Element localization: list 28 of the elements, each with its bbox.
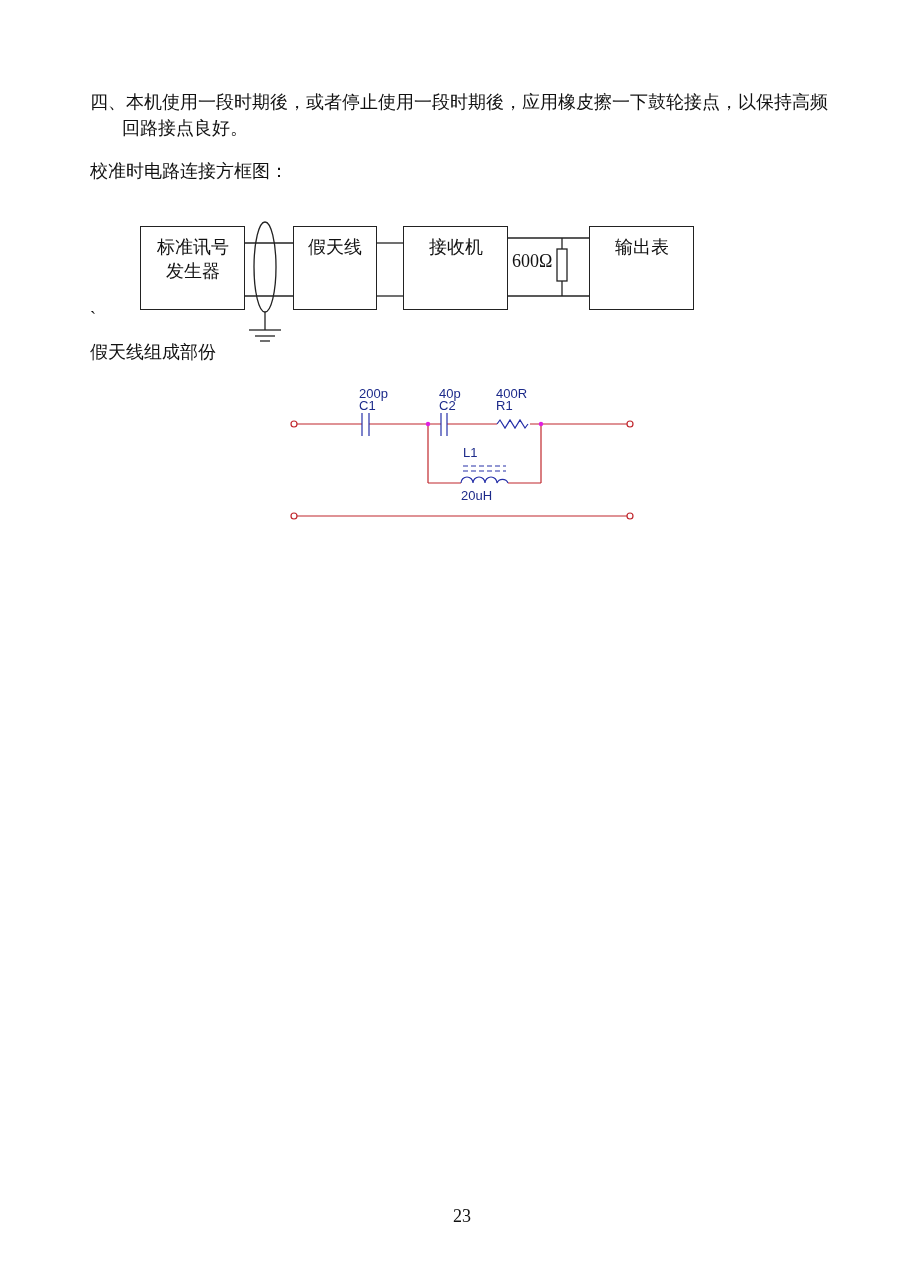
component-name: C1 [359,400,376,412]
connecting-wire [244,242,294,244]
paragraph: 四、本机使用一段时期後，或者停止使用一段时期後，应用橡皮擦一下鼓轮接点，以保持高频回路接点良好。 [90,91,829,140]
block-box [293,226,377,310]
connecting-wire [244,295,294,297]
component-value: 200p [359,388,388,400]
heading-text: 假天线组成部份 [90,342,216,364]
component-value: 40p [439,388,461,400]
block-box [403,226,508,310]
block-box [589,226,694,310]
component-name: R1 [496,400,513,412]
block-label: 假天线 [307,236,363,259]
component-name: L1 [463,447,478,459]
block-label: 输出表 [613,236,670,259]
block-label: 标准讯号发生器 [155,236,230,283]
component-value: 400R [496,388,528,400]
stray-mark: ` [90,308,96,330]
component-value: 20uH [461,490,493,502]
connecting-wire [376,242,404,244]
heading-text: 校准时电路连接方框图： [90,161,288,183]
connecting-wire [507,237,590,239]
resistance-value: 600Ω [512,251,553,273]
connecting-wire [507,295,590,297]
block-label: 接收机 [427,236,484,259]
connecting-wire [376,295,404,297]
page-number: 23 [453,1206,471,1228]
block-box [140,226,245,310]
component-name: C2 [439,400,456,412]
